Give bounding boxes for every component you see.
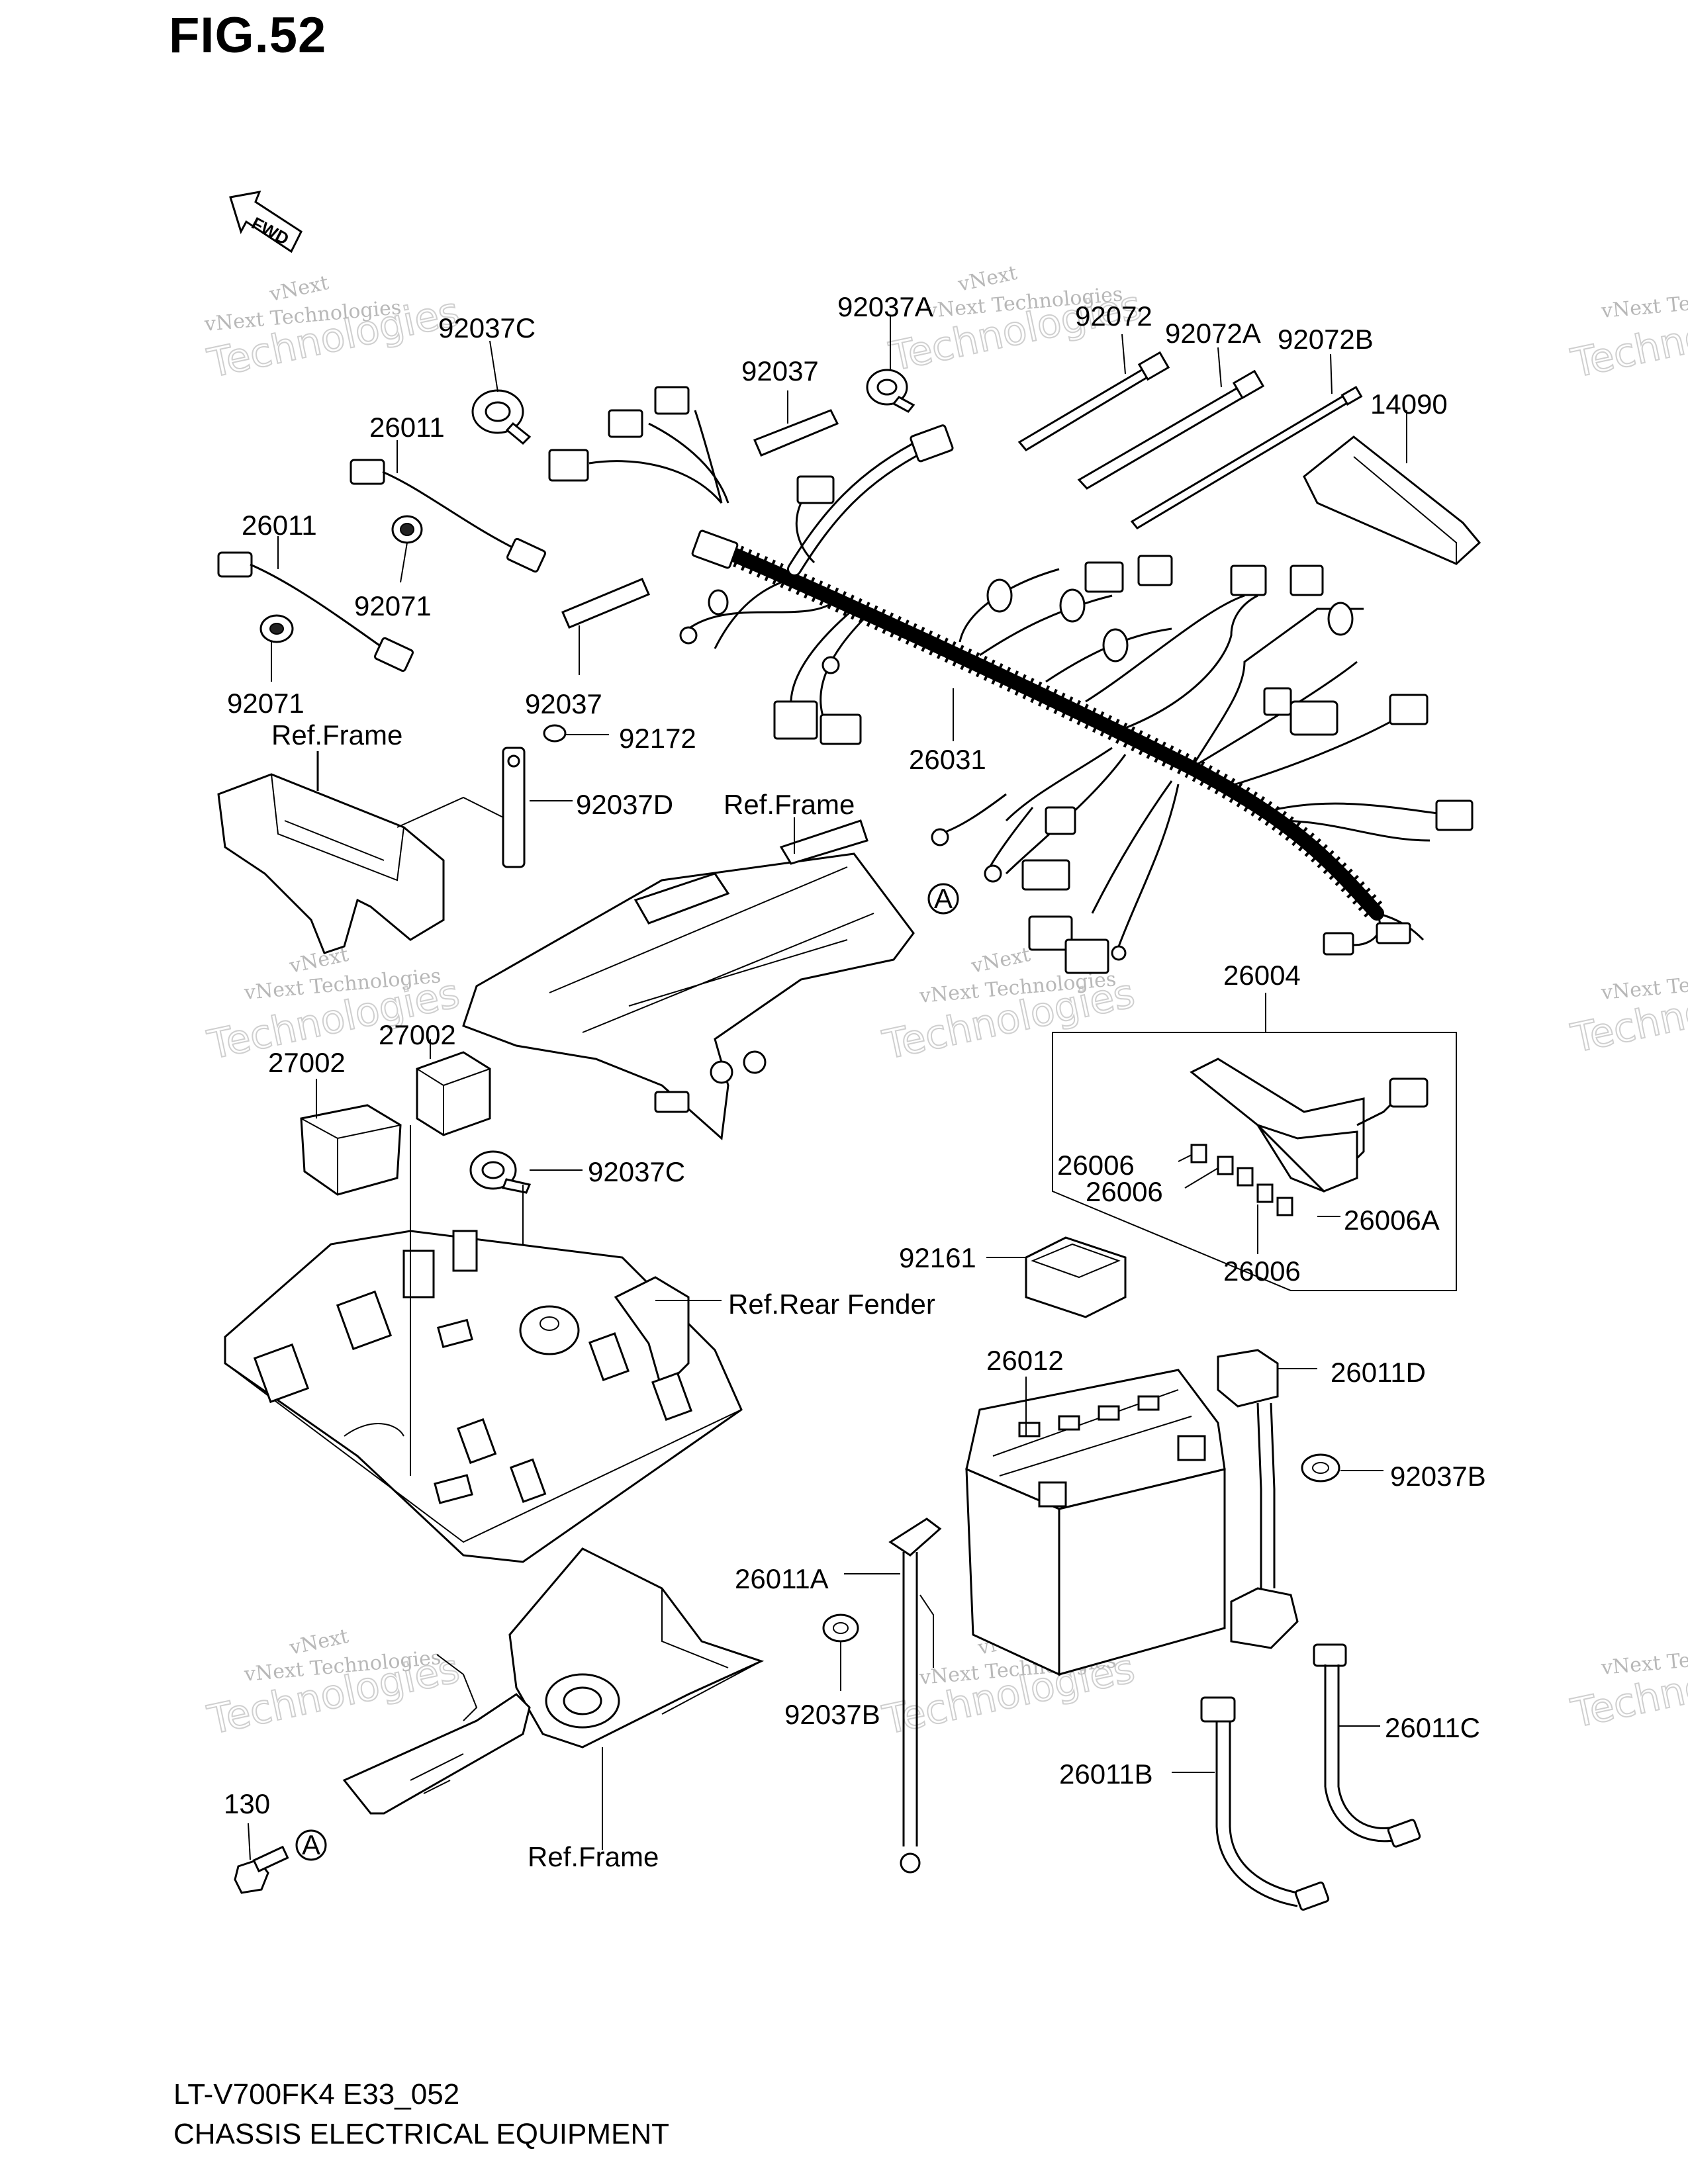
cable-tie-92072 xyxy=(1017,334,1170,451)
clamp-92037B-a xyxy=(1301,1453,1383,1482)
battery-26012 xyxy=(965,1369,1226,1676)
callout-92037A: 92037A xyxy=(837,291,933,322)
callout-ref-frame-1: Ref.Frame xyxy=(271,719,402,751)
relay-27002-b xyxy=(300,1079,402,1196)
callout-26011-a: 26011 xyxy=(369,412,445,443)
frame-assembly xyxy=(217,724,959,1141)
callout-26004: 26004 xyxy=(1223,960,1301,991)
callout-26011-b: 26011 xyxy=(242,510,317,541)
callout-92161: 92161 xyxy=(899,1242,976,1273)
fuse-wire-26011-b xyxy=(217,536,414,672)
callout-92072A: 92072A xyxy=(1165,318,1261,349)
grommet-92071-b xyxy=(259,614,294,682)
battery-cable-26011D xyxy=(1217,1349,1317,1649)
battery-cable-26011C xyxy=(1313,1643,1421,1848)
callout-26006A: 26006A xyxy=(1344,1205,1440,1236)
watermark: vNext xyxy=(267,271,330,306)
callout-27002-b: 27002 xyxy=(268,1047,346,1078)
watermark: vNext xyxy=(955,261,1019,296)
callout-92037B-b: 92037B xyxy=(784,1699,880,1730)
callout-26006-1: 26006 xyxy=(1057,1150,1135,1181)
clamp-92037A xyxy=(866,316,915,413)
watermark-group: Technologies vNext Technologies vNext Te… xyxy=(203,261,1688,1745)
wire-harness-26031 xyxy=(548,386,1474,974)
model-code: LT-V700FK4 E33_052 xyxy=(173,2078,460,2111)
band-92037-top xyxy=(753,390,839,457)
cable-tie-92072A xyxy=(1077,347,1265,490)
callout-26031: 26031 xyxy=(909,744,986,775)
callout-92071-a: 92071 xyxy=(354,590,432,621)
callout-labels: 92037C 92037A 92072 92072A 92072B 14090 … xyxy=(224,291,1486,1872)
callout-92037D: 92037D xyxy=(576,789,673,820)
callout-A-2: A xyxy=(302,1829,320,1860)
callout-130: 130 xyxy=(224,1788,270,1819)
grommet-92071-a xyxy=(391,515,423,583)
callout-14090: 14090 xyxy=(1370,388,1448,420)
callout-92037-top: 92037 xyxy=(741,355,819,387)
relay-27002-a xyxy=(416,1039,491,1136)
callout-26011B: 26011B xyxy=(1059,1758,1153,1790)
lower-frame-assembly xyxy=(295,1547,765,1861)
callout-92072B: 92072B xyxy=(1278,324,1374,355)
callout-92037C-mid: 92037C xyxy=(588,1156,685,1187)
callout-27002-a: 27002 xyxy=(379,1019,456,1050)
fuse-wire-26011-a xyxy=(350,440,547,573)
band-92037-mid xyxy=(561,578,650,675)
section-name: CHASSIS ELECTRICAL EQUIPMENT xyxy=(173,2118,669,2150)
battery-tray-rear-fender xyxy=(224,1125,743,1563)
callout-ref-rear-fender: Ref.Rear Fender xyxy=(728,1289,935,1320)
callout-26011C: 26011C xyxy=(1385,1712,1480,1743)
callout-92037-mid: 92037 xyxy=(525,688,602,719)
callout-26011D: 26011D xyxy=(1331,1357,1426,1388)
callout-92037C-top: 92037C xyxy=(438,312,536,343)
callout-26006-3: 26006 xyxy=(1223,1255,1301,1287)
callout-26011A: 26011A xyxy=(735,1563,829,1594)
clamp-92037C-top xyxy=(471,340,532,445)
watermark: vNext Technologies xyxy=(1600,283,1688,323)
callout-ref-frame-2: Ref.Frame xyxy=(724,789,855,820)
figure-title: FIG.52 xyxy=(169,7,327,64)
callout-26006-2: 26006 xyxy=(1086,1176,1163,1207)
fwd-arrow-icon: FWD xyxy=(229,191,303,253)
battery-cable-26011A xyxy=(844,1518,942,1874)
callout-26012: 26012 xyxy=(986,1345,1064,1376)
callout-92037B-a: 92037B xyxy=(1390,1461,1486,1492)
callout-92172: 92172 xyxy=(619,723,696,754)
callout-A-1: A xyxy=(934,883,953,914)
callout-92071-b: 92071 xyxy=(227,688,305,719)
callout-92072: 92072 xyxy=(1075,300,1152,332)
clamp-92037B-b xyxy=(822,1614,859,1691)
fuse-holder-92161 xyxy=(986,1236,1127,1318)
watermark: vNext xyxy=(968,943,1032,978)
callout-ref-frame-3: Ref.Frame xyxy=(528,1841,659,1872)
cover-14090 xyxy=(1303,410,1481,565)
fuse-box-26004 xyxy=(1052,993,1457,1291)
battery-cable-26011B xyxy=(1172,1696,1330,1911)
cable-tie-92072B xyxy=(1130,353,1363,529)
bolt-130 xyxy=(234,1823,289,1894)
